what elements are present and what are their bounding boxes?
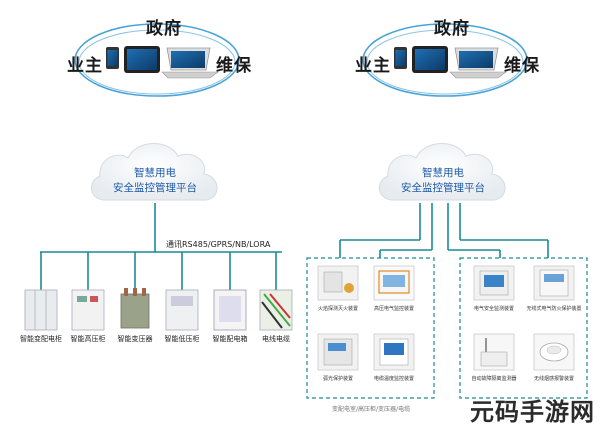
- right-cloud-line2: 安全监控管理平台: [401, 182, 485, 194]
- left-device-transformer: [120, 288, 150, 329]
- right-group-b-frame: [459, 257, 588, 399]
- group-b-label: 电气安全监测装置: [473, 306, 514, 312]
- group-a-device-2: [373, 265, 415, 301]
- right-label-maint: 维保: [504, 56, 540, 76]
- watermark: 元码手游网: [470, 398, 595, 426]
- right-cloud-line1: 智慧用电: [422, 167, 464, 179]
- left-cloud-line1: 智慧用电: [134, 167, 176, 179]
- left-cloud-line2: 安全监控管理平台: [113, 182, 197, 194]
- left-device-cabinet-1: [24, 289, 58, 331]
- group-a-device-4: [373, 333, 415, 371]
- right-label-gov: 政府: [434, 19, 470, 39]
- left-device-cables: [259, 289, 293, 331]
- left-device-phone-icon: [106, 47, 119, 69]
- right-device-tablet-icon: [412, 46, 448, 73]
- group-a-label: 火焰探测灭火装置: [317, 306, 358, 312]
- right-device-phone-icon: [394, 47, 407, 69]
- left-orbit: [74, 23, 240, 97]
- left-device-laptop-icon: [161, 47, 219, 79]
- group-a-label: 电缆温度监控装置: [373, 376, 414, 382]
- left-label-owner: 业主: [67, 56, 103, 76]
- group-b-device-2: [533, 265, 575, 301]
- right-orbit: [362, 23, 528, 97]
- left-label-maint: 维保: [216, 56, 252, 76]
- group-a-device-3: [317, 333, 359, 371]
- left-device-label: 电线电缆: [262, 335, 290, 343]
- left-bus: [40, 203, 282, 290]
- group-b-label: 自动故障隔离监测器: [471, 376, 517, 382]
- left-cloud: [90, 143, 218, 201]
- group-a-label: 高压电气监控装置: [373, 306, 414, 312]
- left-device-tablet-icon: [124, 46, 160, 73]
- left-device-cabinet-2: [71, 289, 105, 331]
- right-footer: 变配电室/高压柜/变压器/电缆: [332, 406, 411, 413]
- left-device-label: 智能高压柜: [70, 335, 106, 343]
- right-label-owner: 业主: [355, 56, 391, 76]
- left-device-label: 智能变压器: [117, 335, 153, 343]
- left-device-label: 智能配电箱: [212, 335, 248, 343]
- left-comm-label: 通讯RS485/GPRS/NB/LORA: [166, 240, 271, 249]
- left-device-label: 智能变配电柜: [20, 335, 62, 343]
- left-device-distbox: [213, 289, 247, 331]
- left-label-gov: 政府: [146, 19, 182, 39]
- right-connectors: [339, 203, 549, 258]
- left-device-cabinet-3: [165, 289, 199, 331]
- group-a-device-1: [317, 265, 359, 301]
- group-a-label: 弧光保护装置: [322, 376, 353, 382]
- right-cloud: [378, 143, 506, 201]
- group-b-device-3: [473, 333, 515, 371]
- right-device-laptop-icon: [449, 47, 507, 79]
- group-b-label: 无线式电气防火保护装置: [526, 306, 582, 312]
- group-b-device-1: [473, 265, 515, 301]
- group-b-device-4-smoke-detector-icon: [533, 333, 575, 371]
- left-device-label: 智能低压柜: [164, 335, 200, 343]
- right-group-a-frame: [306, 257, 435, 399]
- group-b-label: 无线烟感报警装置: [533, 376, 574, 382]
